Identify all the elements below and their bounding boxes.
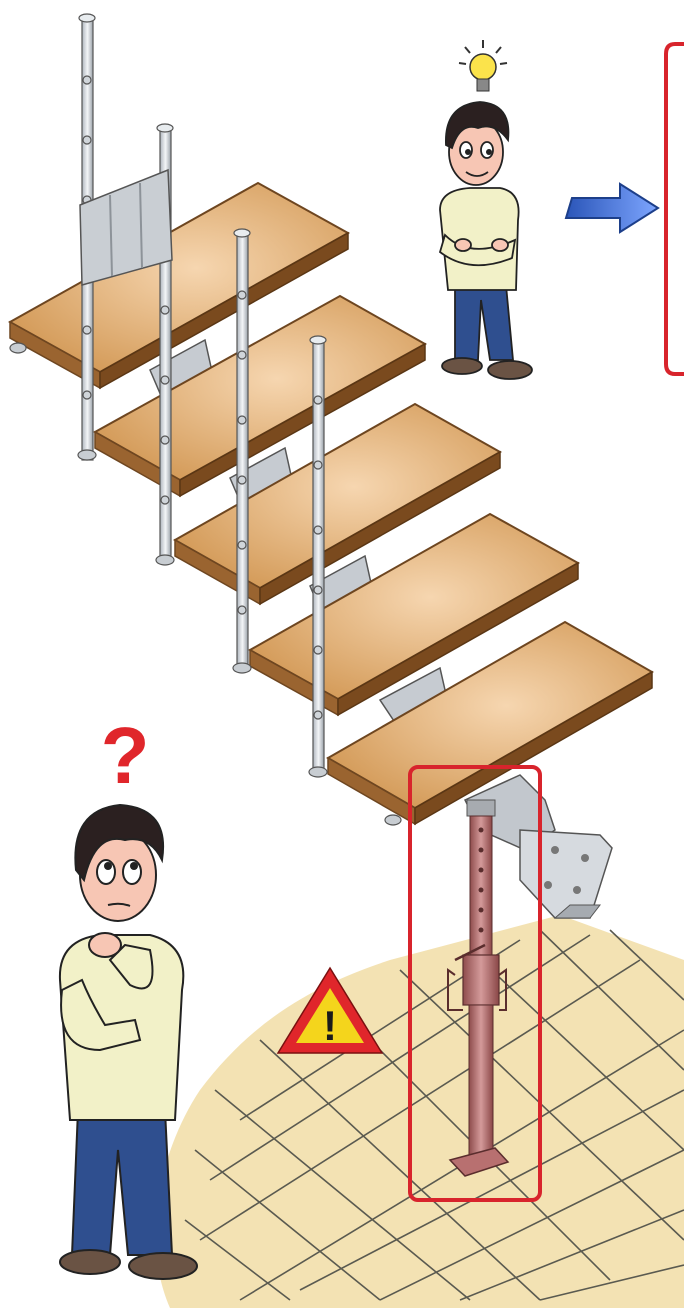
question-mark-icon: ? bbox=[101, 711, 150, 800]
man-with-idea bbox=[440, 102, 532, 379]
warning-exclamation: ! bbox=[323, 1002, 337, 1049]
info-panel-edge bbox=[666, 44, 684, 374]
floor-tiles bbox=[156, 915, 684, 1308]
lightbulb-icon bbox=[459, 40, 507, 91]
